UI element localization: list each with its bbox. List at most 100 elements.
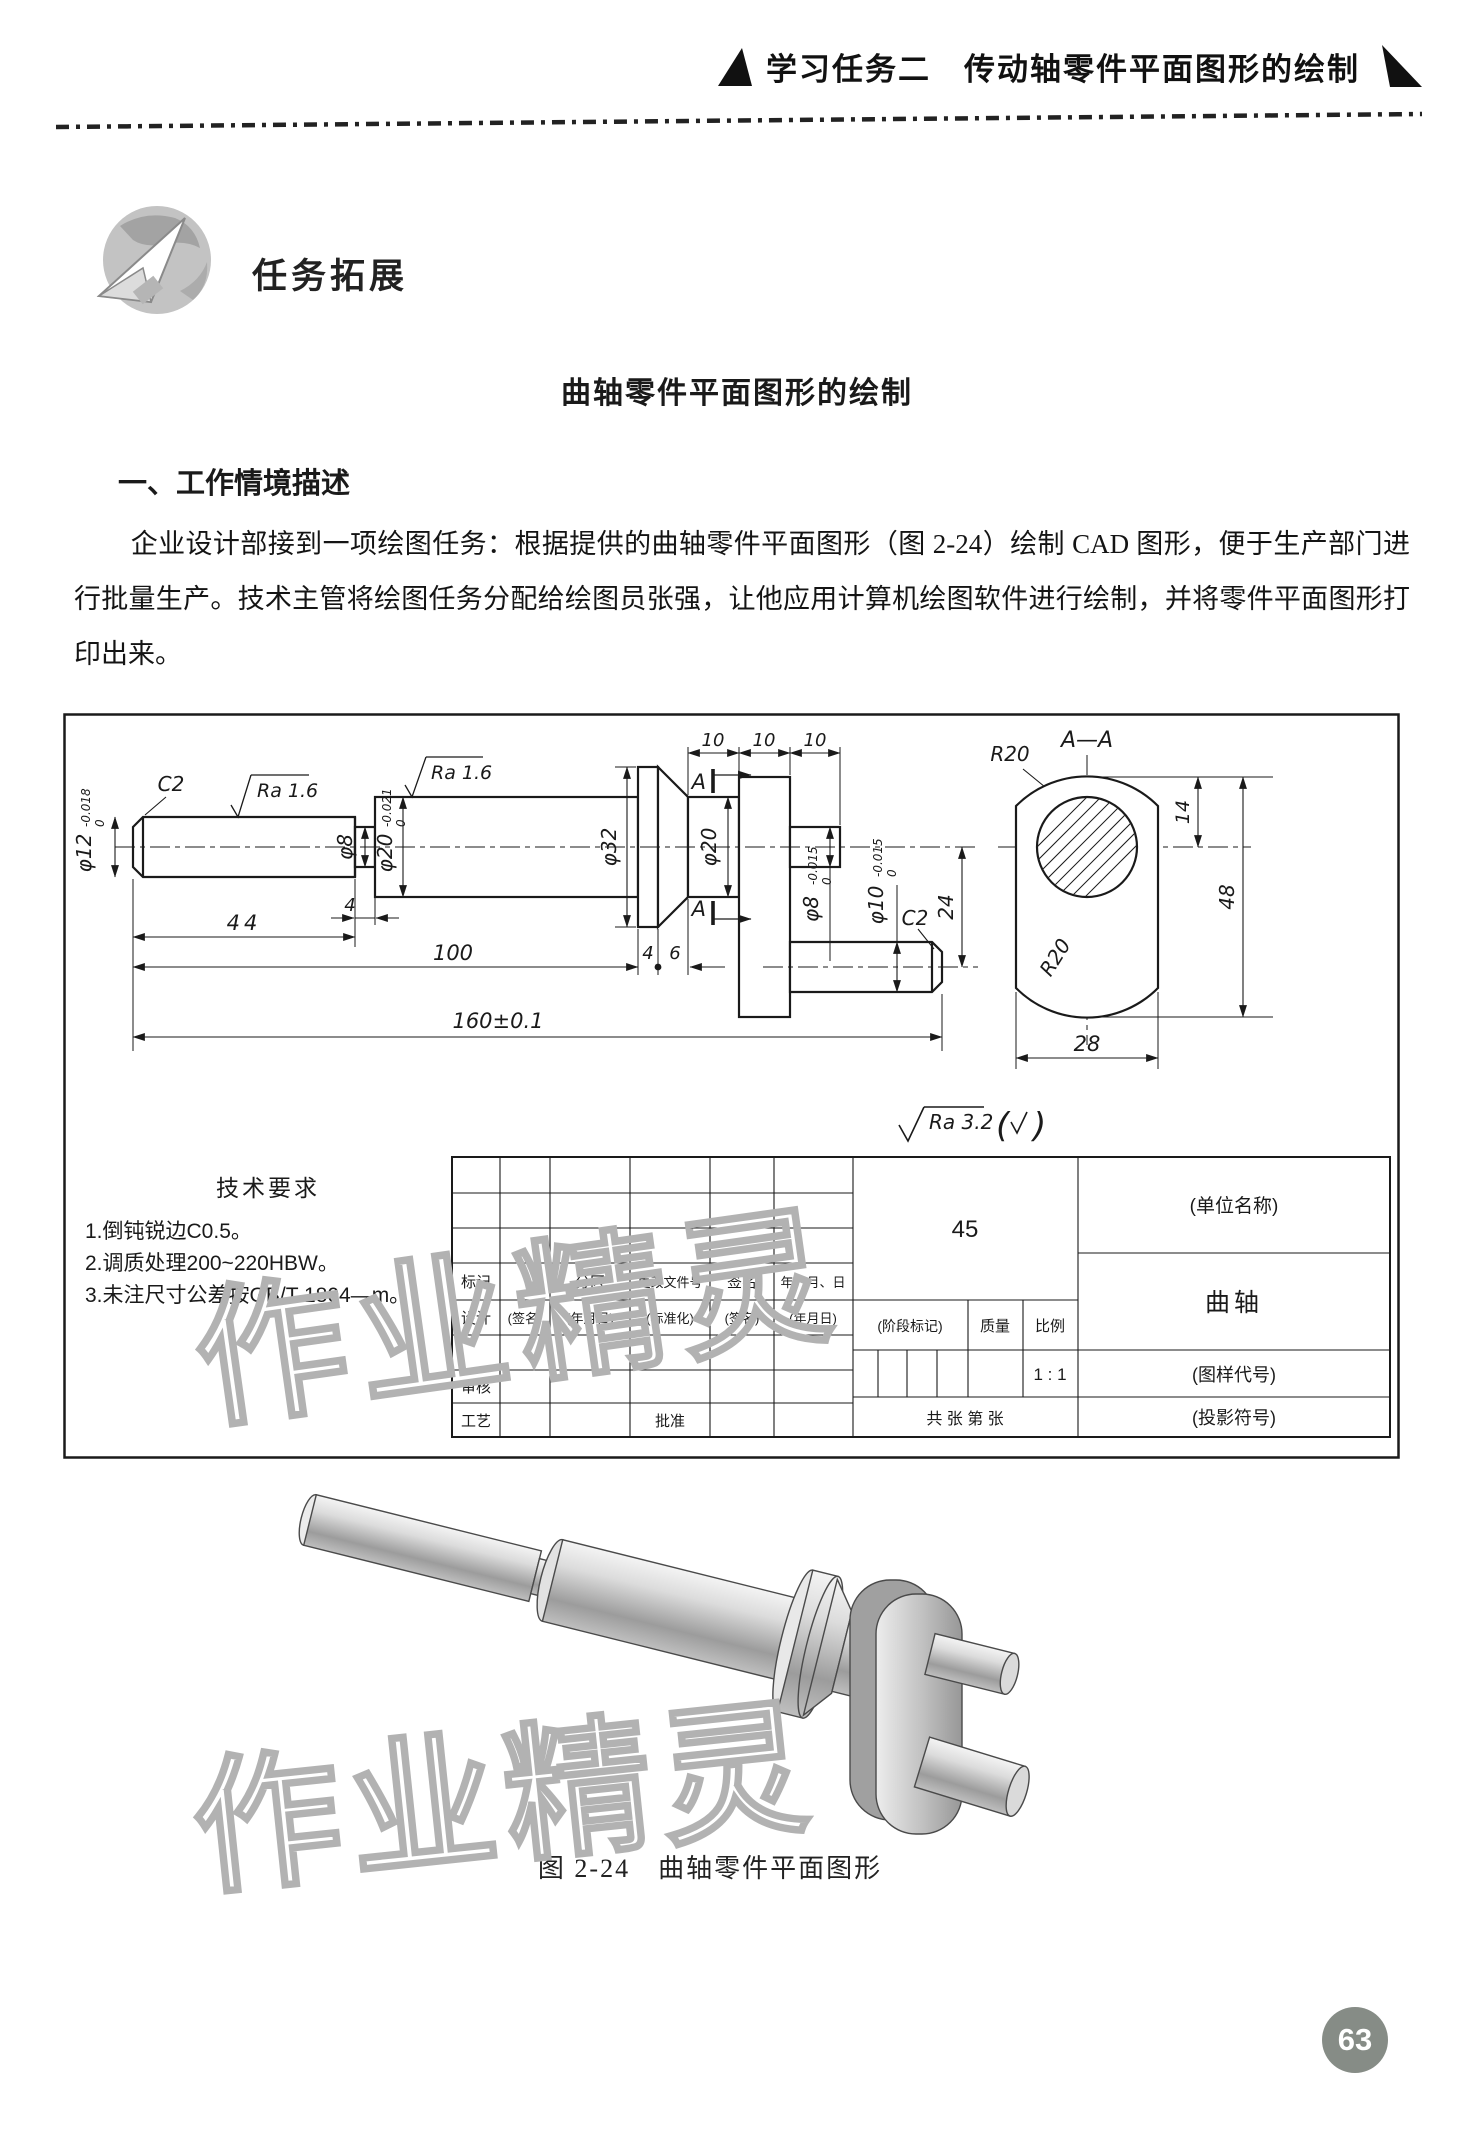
tech-req-title: 技术要求 xyxy=(216,1175,320,1201)
dim-160: 160±0.1 xyxy=(452,1009,543,1033)
crank-pin-3d xyxy=(913,1736,1030,1817)
cutting-plane-marks: A A xyxy=(690,769,752,925)
crankshaft-3d-image xyxy=(298,1493,1030,1835)
dim-d8: φ8 xyxy=(333,834,357,860)
technical-requirements: 技术要求 1.倒钝锐边C0.5。 2.调质处理200~220HBW。 3.未注尺… xyxy=(85,1175,410,1307)
svg-text:φ10: φ10 xyxy=(864,886,888,925)
svg-text:-0.015: -0.015 xyxy=(871,838,885,877)
tech-req-item1: 1.倒钝锐边C0.5。 xyxy=(85,1220,252,1243)
tech-req-item3: 3.未注尺寸公差按GB/T 1804—m。 xyxy=(85,1284,410,1307)
dim-14: 14 xyxy=(1172,800,1194,824)
ra-label-2: Ra 1.6 xyxy=(431,762,492,784)
dim-d8p: φ8 0 -0.015 xyxy=(799,846,834,922)
tb-date3: (年月日) xyxy=(789,1311,837,1326)
tb-zone: 分区 xyxy=(575,1274,605,1291)
tb-date2: (年月日) xyxy=(566,1311,614,1326)
svg-text:-0.015: -0.015 xyxy=(806,846,820,885)
view-label: A—A xyxy=(1059,728,1113,753)
watermark-1: 作业精灵 xyxy=(183,1188,851,1449)
surface-symbol-2 xyxy=(404,756,483,799)
main-pin-3d xyxy=(924,1632,1020,1696)
header-dashdot-rule xyxy=(55,111,1423,130)
article-heading: 一、工作情境描述 xyxy=(118,468,351,500)
svg-text:-0.021: -0.021 xyxy=(380,788,394,827)
engineering-drawing: A A Ra 1.6 Ra 1.6 C2 4 44 100 160±0.1 10… xyxy=(63,713,1400,1459)
tb-craft: 工艺 xyxy=(461,1413,491,1430)
paren-left: ( xyxy=(996,1106,1011,1146)
surface-symbol-1 xyxy=(230,774,309,819)
svg-text:-0.018: -0.018 xyxy=(79,788,93,827)
tb-design: 设计 xyxy=(461,1310,491,1327)
tb-check: 审核 xyxy=(461,1379,491,1396)
tb-material: 45 xyxy=(952,1216,979,1243)
svg-text:0: 0 xyxy=(820,877,834,885)
tb-stage: (阶段标记) xyxy=(877,1318,942,1334)
tb-scale: 比例 xyxy=(1035,1318,1065,1335)
dim-d20j: φ20 xyxy=(697,828,721,867)
tb-part-name: 曲轴 xyxy=(1205,1289,1263,1317)
svg-text:φ20: φ20 xyxy=(373,834,397,873)
surface-roughness-note: Ra 3.2 ( ) xyxy=(898,1106,1046,1146)
tb-company: (单位名称) xyxy=(1190,1195,1279,1217)
tb-projection: (投影符号) xyxy=(1192,1408,1276,1428)
tb-mass: 质量 xyxy=(980,1318,1010,1335)
header-title: 学习任务二 传动轴零件平面图形的绘制 xyxy=(766,52,1360,87)
dim-d32: φ32 xyxy=(597,828,621,867)
svg-text:0: 0 xyxy=(93,819,107,827)
dim-d20: φ20 0 -0.021 xyxy=(373,788,408,872)
figure-caption: 图 2-24 曲轴零件平面图形 xyxy=(537,1854,883,1883)
title-block: 标记 分区 更改文件号 签名 年、月、日 设计 (签名) (年月日) (标准化)… xyxy=(451,1156,1391,1438)
dimension-lines xyxy=(111,749,1247,1062)
watermark-text-2: 作业精灵 xyxy=(185,1684,823,1913)
ra-label-1: Ra 1.6 xyxy=(257,780,318,802)
svg-text:φ12: φ12 xyxy=(72,834,96,873)
article-paragraph: 企业设计部接到一项绘图任务：根据提供的曲轴零件平面图形（图 2-24）绘制 CA… xyxy=(74,529,1410,669)
dim-c2-right: C2 xyxy=(902,906,929,930)
dim-10b: 10 xyxy=(753,730,776,751)
paren-right: ) xyxy=(1030,1106,1046,1146)
dim-48: 48 xyxy=(1215,884,1239,909)
section-icon xyxy=(96,206,211,314)
dim-24: 24 xyxy=(934,894,958,919)
section-view: A—A R20 R20 14 48 28 xyxy=(990,728,1239,1056)
ra-default-label: Ra 3.2 xyxy=(929,1110,993,1134)
tb-sheets: 共 张 第 张 xyxy=(926,1410,1003,1428)
dim-100: 100 xyxy=(433,941,473,965)
dim-28: 28 xyxy=(1074,1032,1101,1056)
dim-4: 4 xyxy=(344,895,355,916)
section-letter-bottom: A xyxy=(690,897,706,921)
tb-std: (标准化) xyxy=(646,1311,694,1326)
tb-approve: 批准 xyxy=(655,1413,685,1430)
tb-mark: 标记 xyxy=(461,1274,491,1291)
tb-sign3: (签名) xyxy=(725,1311,760,1326)
header-left-triangle-icon xyxy=(718,47,752,86)
dim-r20-top: R20 xyxy=(990,742,1029,766)
tb-date: 年、月、日 xyxy=(780,1275,845,1290)
dim-d12: φ12 0 -0.018 xyxy=(72,788,107,872)
dim-c2-left: C2 xyxy=(158,772,185,796)
tb-drawing-code: (图样代号) xyxy=(1192,1365,1276,1385)
watermark-2: 作业精灵 xyxy=(184,1683,825,1915)
tb-sign2: (签名) xyxy=(508,1311,543,1326)
dim-10a: 10 xyxy=(702,730,725,751)
tb-doc: 更改文件号 xyxy=(637,1275,702,1290)
tb-scale-value: 1 : 1 xyxy=(1033,1365,1066,1384)
section-letter-top: A xyxy=(690,770,706,794)
section-title: 任务拓展 xyxy=(252,257,409,296)
svg-text:0: 0 xyxy=(394,819,408,827)
dim-d10p: φ10 0 -0.015 xyxy=(864,838,899,924)
dim-44: 44 xyxy=(227,911,262,935)
svg-text:0: 0 xyxy=(885,869,899,877)
journal-section-circle xyxy=(1035,795,1139,899)
dim-10c: 10 xyxy=(804,730,827,751)
tb-sign: 签名 xyxy=(727,1274,757,1291)
svg-text:φ8: φ8 xyxy=(799,896,823,922)
dim-f4: 4 xyxy=(642,943,653,964)
dim-dot xyxy=(654,963,662,971)
watermark-text-1: 作业精灵 xyxy=(185,1190,850,1449)
page-header: 学习任务二 传动轴零件平面图形的绘制 xyxy=(716,44,1422,89)
tech-req-item2: 2.调质处理200~220HBW。 xyxy=(85,1252,339,1275)
front-view xyxy=(131,764,944,1019)
article-title: 曲轴零件平面图形的绘制 xyxy=(561,377,913,410)
